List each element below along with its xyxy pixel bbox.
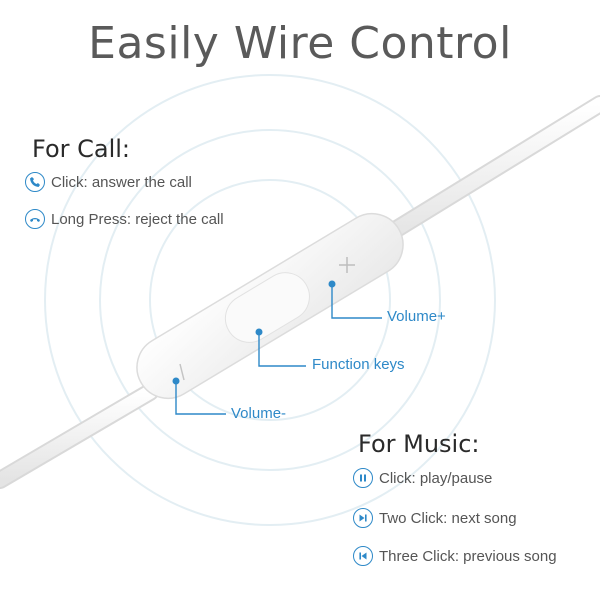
music-item-previous: Three Click: previous song	[353, 546, 557, 566]
call-item-answer: Click: answer the call	[25, 172, 192, 192]
next-track-icon	[353, 508, 373, 528]
call-item-label: Long Press: reject the call	[51, 210, 224, 228]
decorative-rings	[44, 74, 496, 526]
previous-track-icon	[353, 546, 373, 566]
callout-lines	[175, 284, 382, 415]
play-pause-icon	[353, 468, 373, 488]
phone-reject-icon	[25, 209, 45, 229]
call-item-reject: Long Press: reject the call	[25, 209, 224, 229]
music-item-play: Click: play/pause	[353, 468, 492, 488]
call-item-label: Click: answer the call	[51, 173, 192, 191]
plus-mark-icon	[339, 257, 355, 273]
phone-answer-icon	[25, 172, 45, 192]
callout-dots	[172, 280, 336, 385]
remote-body	[136, 212, 404, 400]
music-item-label: Two Click: next song	[379, 509, 517, 527]
call-heading: For Call:	[32, 135, 131, 163]
page-title: Easily Wire Control	[88, 18, 512, 69]
volume-plus-label: Volume+	[387, 308, 446, 325]
music-item-label: Three Click: previous song	[379, 547, 557, 565]
cable	[0, 95, 600, 489]
music-heading: For Music:	[358, 430, 480, 458]
volume-minus-label: Volume-	[231, 405, 287, 422]
function-keys-label: Function keys	[312, 356, 405, 373]
minus-mark-icon	[179, 363, 185, 381]
music-item-next: Two Click: next song	[353, 508, 517, 528]
music-item-label: Click: play/pause	[379, 469, 493, 487]
